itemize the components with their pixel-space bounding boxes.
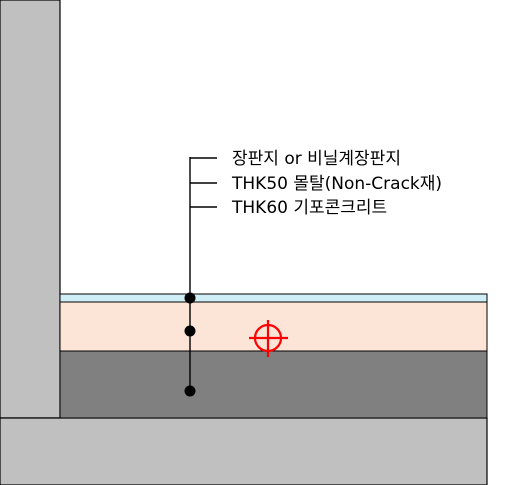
structural-slab [0,417,488,485]
wall [0,0,61,419]
label-layer-1: 장판지 or 비닐계장판지 [232,149,401,169]
leader-lines [189,157,217,391]
leader-dot-mortar [184,325,196,337]
foam-concrete-layer [59,350,488,419]
floor-finish-layer [59,293,488,303]
label-layer-3: THK60 기포콘크리트 [231,198,387,218]
leader-dot-foam [184,385,196,397]
leader-dot-finish [184,292,196,304]
label-layer-2: THK50 몰탈(Non-Crack재) [231,174,442,194]
crosshair-target-icon [249,320,288,357]
